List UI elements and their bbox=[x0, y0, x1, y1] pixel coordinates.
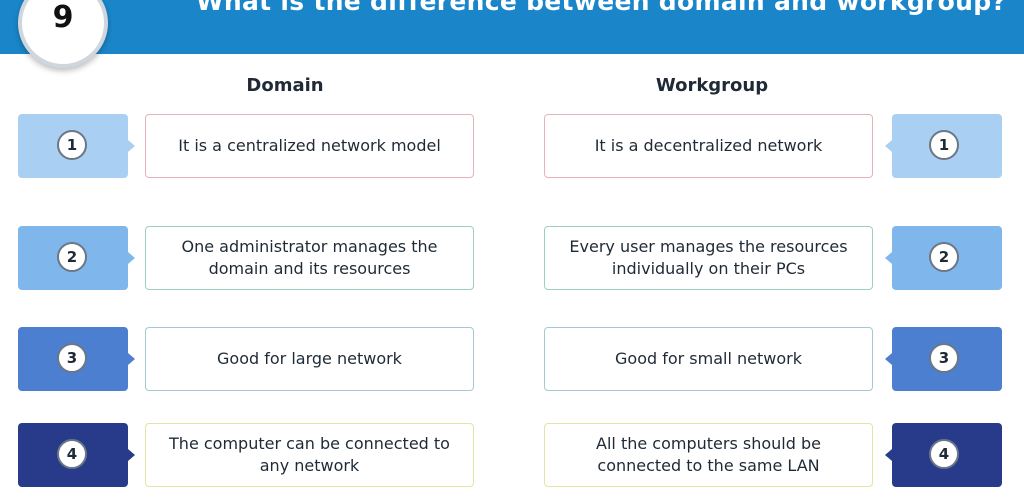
workgroup-column-title: Workgroup bbox=[655, 75, 769, 96]
workgroup-row-2-tab: 2 bbox=[885, 226, 1002, 290]
domain-row-1-tab: 1 bbox=[18, 114, 135, 178]
workgroup-row-3-number: 3 bbox=[929, 343, 959, 373]
arrow-left-icon bbox=[885, 353, 892, 365]
arrow-right-icon bbox=[128, 140, 135, 152]
workgroup-row-1-number: 1 bbox=[929, 130, 959, 160]
domain-row-2-number: 2 bbox=[57, 242, 87, 272]
domain-row-2-tab: 2 bbox=[18, 226, 135, 290]
workgroup-row-3-text: Good for small network bbox=[544, 327, 873, 391]
arrow-left-icon bbox=[885, 252, 892, 264]
arrow-left-icon bbox=[885, 140, 892, 152]
arrow-right-icon bbox=[128, 252, 135, 264]
arrow-right-icon bbox=[128, 353, 135, 365]
question-number: 9 bbox=[52, 0, 74, 35]
workgroup-row-2-number: 2 bbox=[929, 242, 959, 272]
workgroup-row-1-text: It is a decentralized network bbox=[544, 114, 873, 178]
domain-row-4-tab: 4 bbox=[18, 423, 135, 487]
workgroup-row-4-tab: 4 bbox=[885, 423, 1002, 487]
domain-row-1-text: It is a centralized network model bbox=[145, 114, 474, 178]
domain-row-2-text: One administrator manages the domain and… bbox=[145, 226, 474, 290]
workgroup-row-3-tab: 3 bbox=[885, 327, 1002, 391]
arrow-left-icon bbox=[885, 449, 892, 461]
page-title: What is the difference between domain an… bbox=[196, 0, 1007, 16]
domain-row-3-text: Good for large network bbox=[145, 327, 474, 391]
question-number-badge: 9 bbox=[18, 0, 108, 68]
workgroup-row-4-text: All the computers should be connected to… bbox=[544, 423, 873, 487]
domain-row-4-number: 4 bbox=[57, 439, 87, 469]
header-banner: What is the difference between domain an… bbox=[0, 0, 1024, 54]
arrow-right-icon bbox=[128, 449, 135, 461]
domain-row-3-tab: 3 bbox=[18, 327, 135, 391]
workgroup-row-2-text: Every user manages the resources individ… bbox=[544, 226, 873, 290]
domain-column-title: Domain bbox=[246, 75, 324, 96]
workgroup-row-4-number: 4 bbox=[929, 439, 959, 469]
domain-row-4-text: The computer can be connected to any net… bbox=[145, 423, 474, 487]
workgroup-row-1-tab: 1 bbox=[885, 114, 1002, 178]
domain-row-3-number: 3 bbox=[57, 343, 87, 373]
domain-row-1-number: 1 bbox=[57, 130, 87, 160]
